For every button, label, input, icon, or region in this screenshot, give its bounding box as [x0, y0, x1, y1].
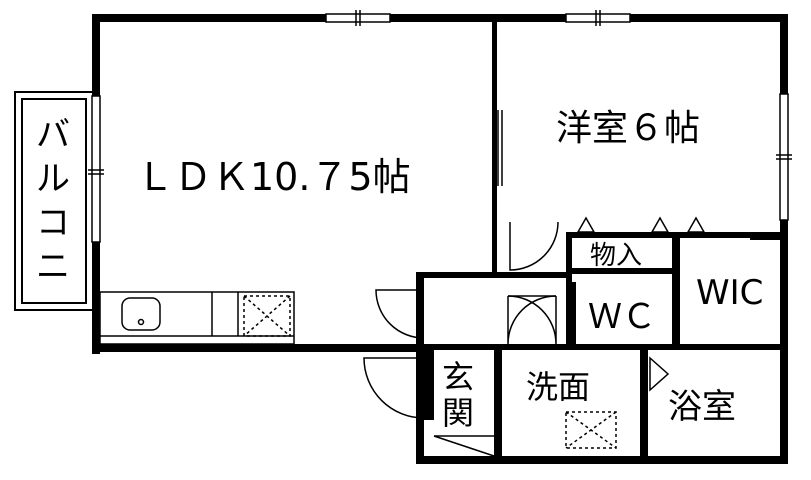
wc-label: ＷＣ	[588, 297, 656, 337]
washer-space-icon	[565, 411, 617, 449]
western-room-label: 洋室６帖	[556, 108, 700, 149]
kitchen-counter	[99, 291, 295, 345]
balcony-label-1: バ	[36, 115, 70, 155]
storage-markers	[576, 216, 706, 392]
balcony-label-3: コ	[36, 203, 70, 243]
balcony-label-2: ル	[36, 159, 70, 199]
storage-label: 物入	[590, 241, 642, 271]
wic-label: WIC	[696, 273, 763, 313]
doors	[363, 221, 559, 419]
entrance-label-1: 玄	[442, 358, 474, 396]
entrance-label-2: 関	[442, 394, 474, 432]
ldk-label: ＬＤＫ10.７5帖	[136, 155, 411, 199]
bath-label: 浴室	[668, 387, 736, 427]
balcony-label-4: ニ	[36, 247, 70, 287]
partitions	[497, 110, 752, 237]
sink-icon	[121, 297, 161, 331]
windows	[88, 10, 792, 243]
washroom-label: 洗面	[526, 368, 590, 406]
entrance-step	[433, 435, 495, 457]
fridge-space-icon	[243, 295, 291, 337]
